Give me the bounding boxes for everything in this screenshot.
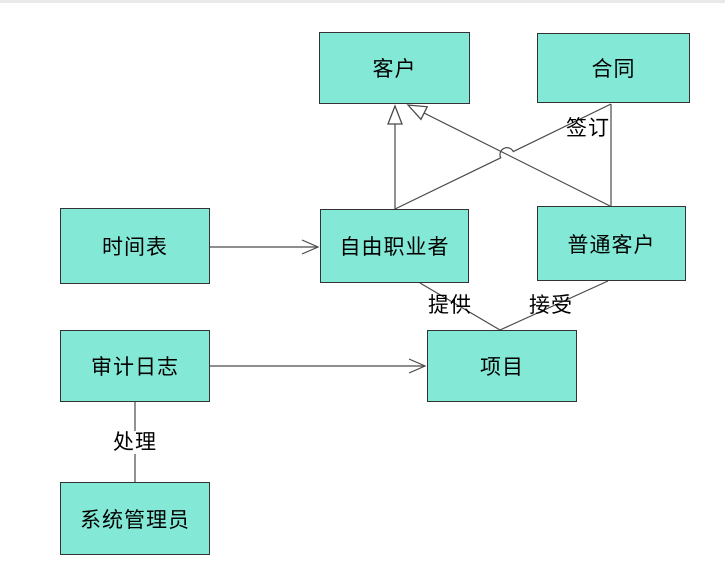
node-audit-log[interactable]: 审计日志: [60, 330, 210, 402]
edge-regularcustomer-customer-generalization[interactable]: [406, 104, 611, 207]
edge-label-provide: 提供: [428, 293, 472, 317]
node-freelancer-label: 自由职业者: [339, 235, 450, 259]
node-timesheet[interactable]: 时间表: [60, 208, 210, 284]
edge-label-sign: 签订: [566, 116, 610, 140]
node-system-admin[interactable]: 系统管理员: [60, 482, 210, 555]
node-project[interactable]: 项目: [427, 330, 577, 402]
node-customer[interactable]: 客户: [319, 32, 470, 104]
node-customer-label: 客户: [372, 57, 417, 81]
window-top-border: [0, 0, 725, 3]
edge-label-accept: 接受: [529, 293, 573, 317]
edge-regularcustomer-project[interactable]: [499, 280, 609, 331]
node-contract[interactable]: 合同: [537, 33, 690, 103]
node-system-admin-label: 系统管理员: [80, 507, 190, 532]
node-freelancer[interactable]: 自由职业者: [320, 209, 469, 283]
node-regular-customer[interactable]: 普通客户: [537, 206, 686, 281]
node-timesheet-label: 时间表: [102, 235, 168, 259]
edge-freelancer-project[interactable]: [419, 282, 501, 331]
node-contract-label: 合同: [591, 57, 636, 81]
node-regular-customer-label: 普通客户: [567, 232, 656, 257]
edge-label-handle: 处理: [110, 430, 160, 455]
node-project-label: 项目: [480, 355, 524, 379]
edge-freelancer-contract[interactable]: [394, 103, 612, 210]
node-audit-log-label: 审计日志: [91, 355, 179, 379]
